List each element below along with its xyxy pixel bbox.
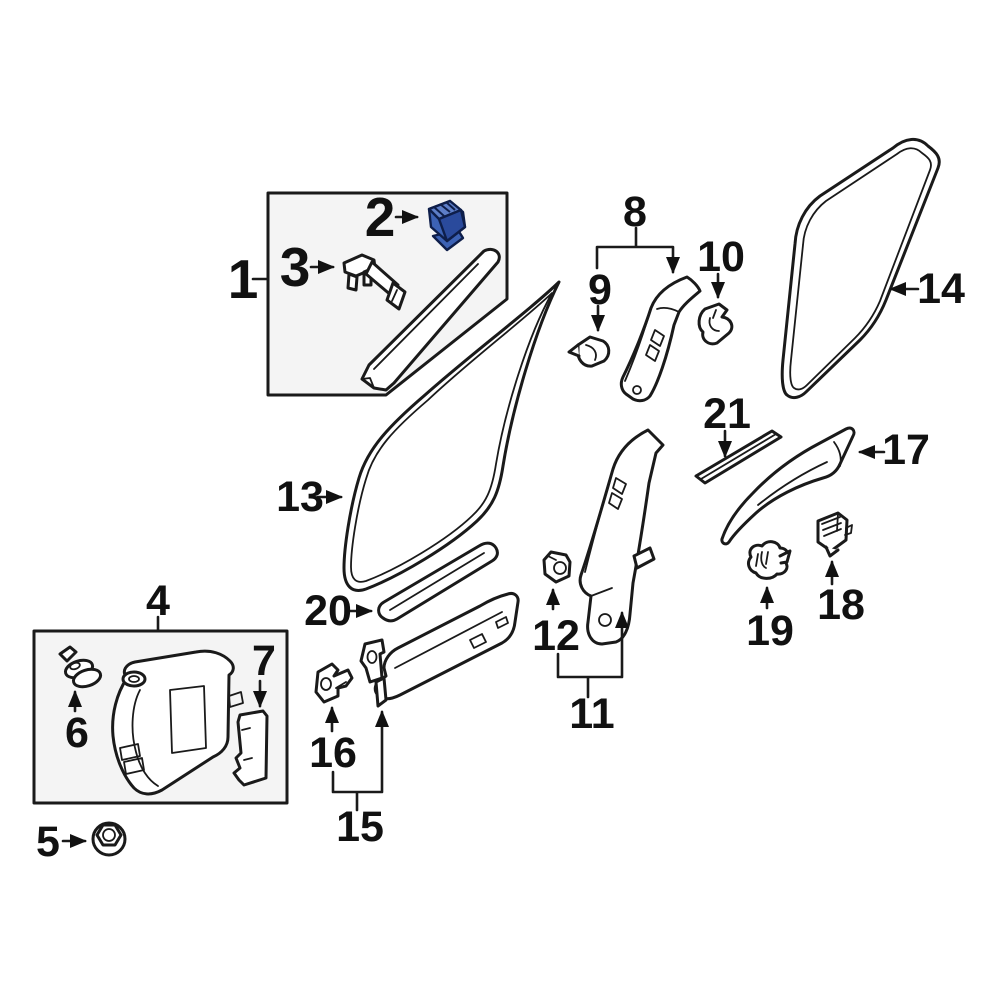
callout-8-label[interactable]: 8 — [623, 188, 647, 236]
part-3-clip[interactable] — [342, 253, 407, 311]
callout-5-label[interactable]: 5 — [36, 818, 60, 866]
part-10-clip[interactable] — [697, 302, 734, 346]
part-15-sill-plate[interactable] — [359, 592, 520, 708]
part-2-clip-highlighted[interactable] — [427, 199, 467, 252]
callout-8-bracket — [595, 226, 675, 270]
part-12-clip[interactable] — [542, 550, 572, 584]
part-11-pillar-lower-trim[interactable] — [578, 428, 665, 646]
part-17-rear-scuff-plate[interactable] — [720, 426, 856, 546]
callout-9-label[interactable]: 9 — [588, 266, 612, 314]
callout-14-label[interactable]: 14 — [917, 265, 965, 313]
callout-12-label[interactable]: 12 — [532, 612, 580, 660]
callout-11-label[interactable]: 11 — [569, 690, 614, 738]
part-20-sill-strip[interactable] — [377, 541, 499, 623]
callout-6-label[interactable]: 6 — [65, 709, 89, 757]
part-4-cowl-side-trim[interactable] — [111, 649, 244, 796]
part-6-push-rivet[interactable] — [58, 645, 103, 690]
callout-18-label[interactable]: 18 — [817, 581, 865, 629]
callout-4-label[interactable]: 4 — [146, 577, 170, 625]
callout-17-label[interactable]: 17 — [882, 426, 930, 474]
part-5-flange-nut[interactable] — [91, 821, 127, 857]
part-18-clip[interactable] — [816, 511, 853, 558]
callout-20-label[interactable]: 20 — [304, 587, 352, 635]
callout-15-bracket — [331, 770, 384, 812]
part-7-panel[interactable] — [232, 709, 269, 787]
callout-15-label[interactable]: 15 — [336, 803, 384, 851]
callout-13-label[interactable]: 13 — [276, 473, 324, 521]
part-9-clip[interactable] — [567, 335, 611, 368]
part-16-bracket-clip[interactable] — [314, 662, 354, 704]
callout-7-label[interactable]: 7 — [252, 637, 276, 685]
callout-16-label[interactable]: 16 — [309, 729, 357, 777]
callout-2-label[interactable]: 2 — [365, 186, 396, 248]
part-19-clip[interactable] — [747, 540, 792, 580]
callout-leader-lines — [61, 210, 920, 848]
part-21-scuff-strip[interactable] — [694, 429, 783, 485]
callout-21-label[interactable]: 21 — [703, 390, 751, 438]
callout-1-label[interactable]: 1 — [228, 248, 259, 310]
part-1-pillar-garnish[interactable] — [360, 247, 501, 392]
callout-10-label[interactable]: 10 — [697, 233, 745, 281]
part-13-door-weatherstrip[interactable] — [342, 280, 561, 592]
callout-11-bracket — [556, 652, 624, 699]
callout-19-label[interactable]: 19 — [746, 607, 794, 655]
part-14-rear-door-weatherstrip[interactable] — [780, 138, 941, 400]
callout-labels: 1 2 3 4 5 6 7 8 9 10 11 12 13 14 15 16 1… — [36, 186, 965, 866]
callout-3-label[interactable]: 3 — [280, 236, 311, 298]
part-8-pillar-upper-trim[interactable] — [619, 275, 702, 403]
